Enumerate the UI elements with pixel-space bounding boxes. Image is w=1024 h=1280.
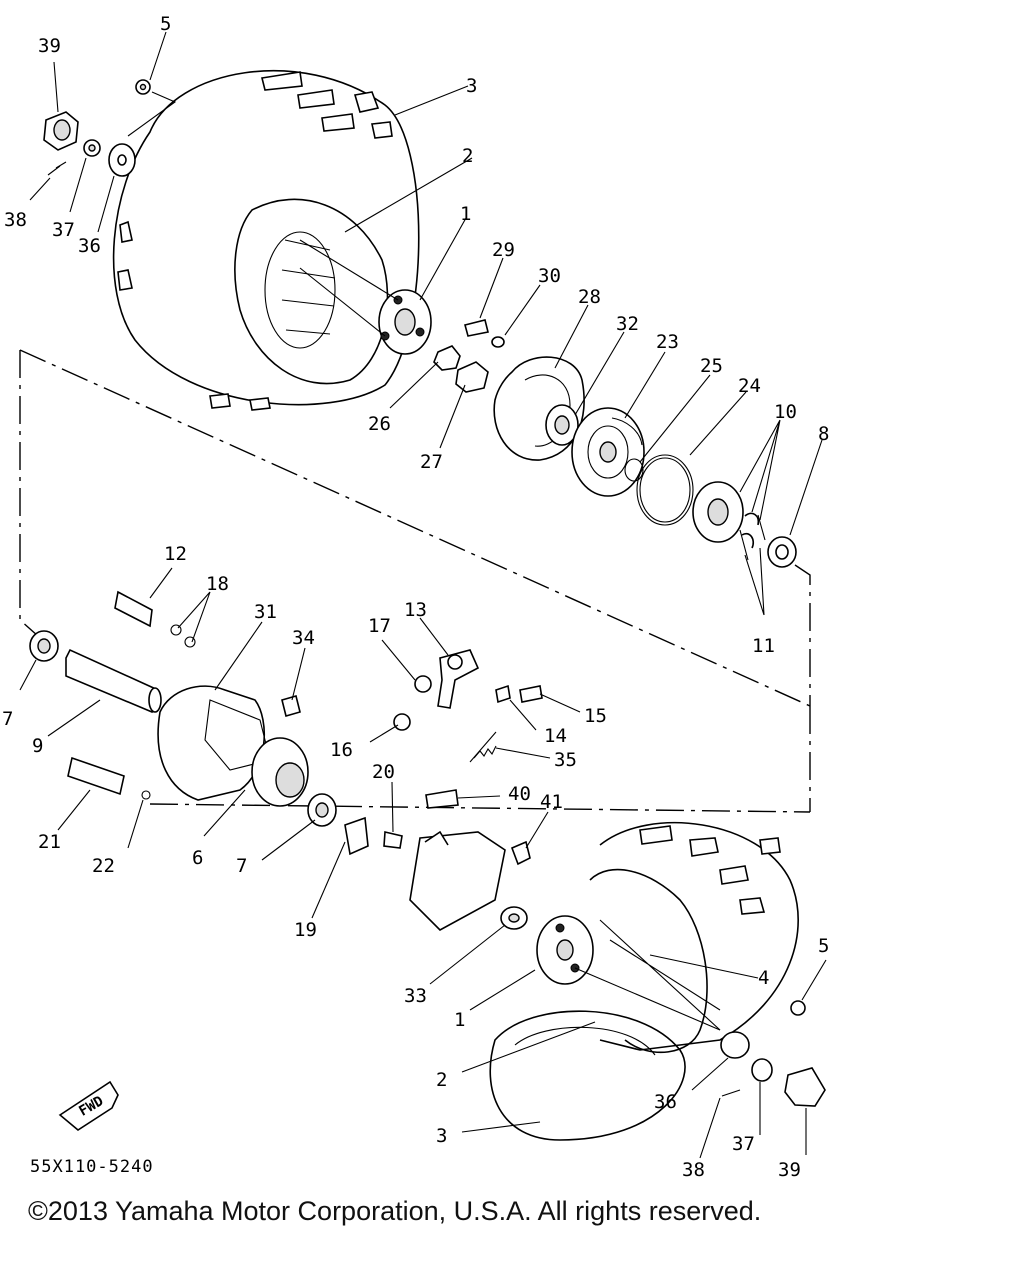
callout-38-top: 38: [4, 209, 27, 231]
callout-1-bottom: 1: [454, 1009, 465, 1031]
callout-9: 9: [32, 735, 43, 757]
callout-15: 15: [584, 705, 607, 727]
callout-24: 24: [738, 375, 761, 397]
callout-36-bottom: 36: [654, 1091, 677, 1113]
callout-33: 33: [404, 985, 427, 1007]
callout-8: 8: [818, 423, 829, 445]
callout-28: 28: [578, 286, 601, 308]
callout-23: 23: [656, 331, 679, 353]
brake-cam-lever: [393, 649, 543, 931]
callout-30: 30: [538, 265, 561, 287]
callout-5-bottom: 5: [818, 935, 829, 957]
callout-31: 31: [254, 601, 277, 623]
upper-hub: [299, 239, 432, 355]
callout-6: 6: [192, 847, 203, 869]
callout-2-top: 2: [462, 145, 473, 167]
callout-27: 27: [420, 451, 443, 473]
callout-13: 13: [404, 599, 427, 621]
callout-22: 22: [92, 855, 115, 877]
callout-40: 40: [508, 783, 531, 805]
callout-10: 10: [774, 401, 797, 423]
callout-21: 21: [38, 831, 61, 853]
centerlines: [19, 349, 811, 813]
callout-14: 14: [544, 725, 567, 747]
callout-35: 35: [554, 749, 577, 771]
callout-25: 25: [700, 355, 723, 377]
brake-panel-assembly: [29, 590, 403, 856]
callout-37-top: 37: [52, 219, 75, 241]
callout-7-left: 7: [2, 708, 13, 730]
callout-3-top: 3: [466, 75, 477, 97]
callout-38-bottom: 38: [682, 1159, 705, 1180]
callout-11: 11: [752, 635, 775, 657]
callout-19: 19: [294, 919, 317, 941]
callout-7-mid: 7: [236, 855, 247, 877]
callout-34: 34: [292, 627, 315, 649]
callout-16: 16: [330, 739, 353, 761]
callout-numbers: 5 39 3 2 38 37 36 1 29 30 28 32 23 25 24…: [2, 13, 829, 1180]
callout-36-top: 36: [78, 235, 101, 257]
callout-2-bottom: 2: [436, 1069, 447, 1091]
upper-axle-nut-set: [43, 79, 177, 177]
upper-tire: [112, 69, 420, 411]
callout-5-top: 5: [160, 13, 171, 35]
callout-4: 4: [758, 967, 769, 989]
callout-29: 29: [492, 239, 515, 261]
callout-3-bottom: 3: [436, 1125, 447, 1147]
diagram-code: 55X110-5240: [30, 1157, 154, 1177]
callout-26: 26: [368, 413, 391, 435]
leader-lines: [19, 31, 827, 1159]
callout-41: 41: [540, 791, 563, 813]
callout-39-top: 39: [38, 35, 61, 57]
callout-37-bottom: 37: [732, 1133, 755, 1155]
callout-17: 17: [368, 615, 391, 637]
callout-32: 32: [616, 313, 639, 335]
copyright-notice: ©2013 Yamaha Motor Corporation, U.S.A. A…: [28, 1196, 762, 1226]
parts-diagram: FWD: [2, 13, 829, 1180]
fwd-arrow: FWD: [58, 1080, 119, 1131]
callout-18: 18: [206, 573, 229, 595]
callout-1-top: 1: [460, 203, 471, 225]
callout-20: 20: [372, 761, 395, 783]
brake-drum-assembly: [433, 319, 797, 568]
lower-tire: [489, 821, 826, 1141]
callout-39-bottom: 39: [778, 1159, 801, 1180]
callout-12: 12: [164, 543, 187, 565]
